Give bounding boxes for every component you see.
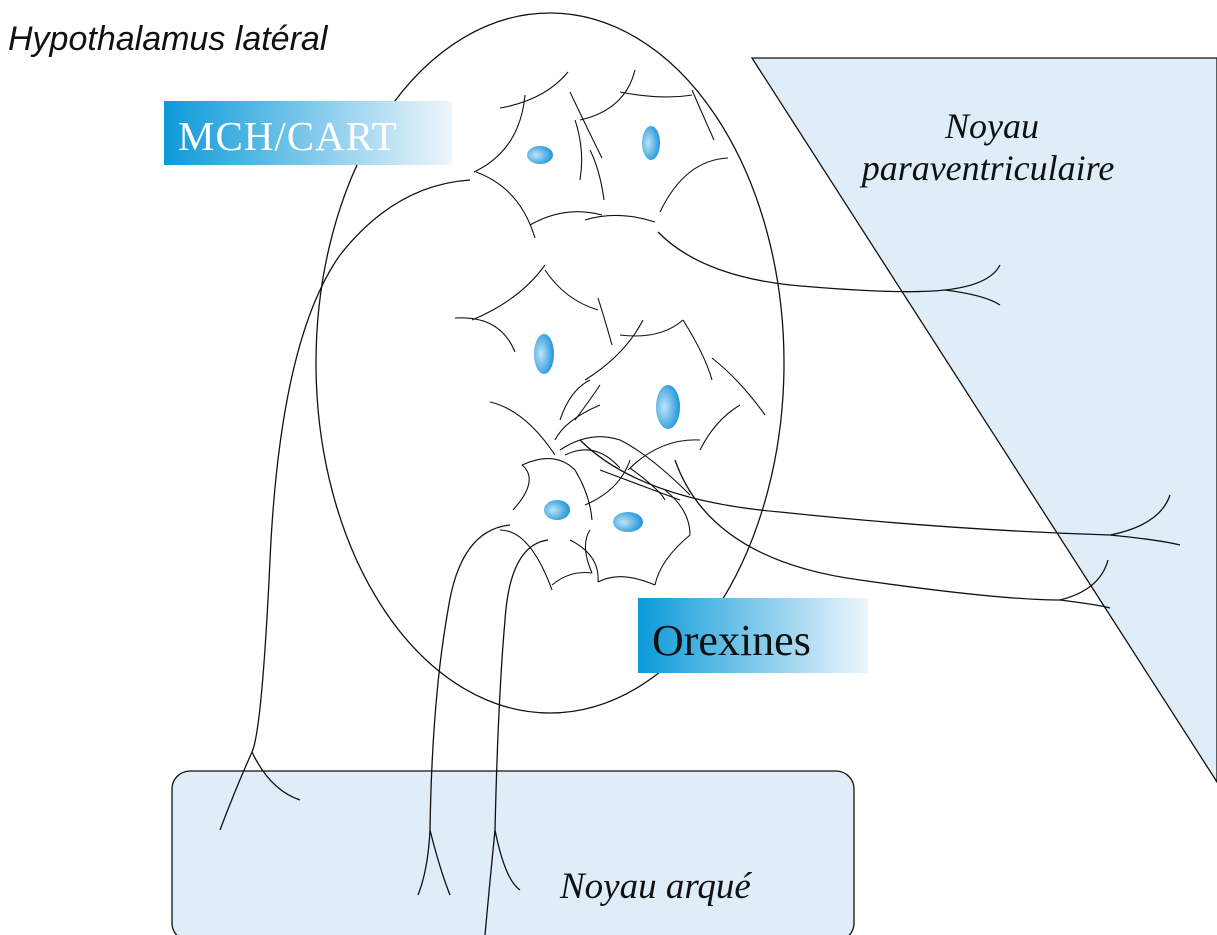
neuron-mch-2 xyxy=(575,70,728,222)
mch-cart-text: MCH/CART xyxy=(178,113,398,159)
lateral-hypothalamus-label: Hypothalamus latéral xyxy=(8,20,329,58)
orexins-label: Orexines xyxy=(638,598,868,673)
neuron-mch-3 xyxy=(455,265,612,455)
axon-orexin-branch xyxy=(560,437,690,500)
neuron-mch-1 xyxy=(474,72,604,238)
arcuate-nucleus-label: Noyau arqué xyxy=(559,866,752,907)
neuron-orexin-3 xyxy=(570,460,690,585)
paraventricular-label-line1: Noyau xyxy=(944,106,1039,146)
axon-to-arcuate-1 xyxy=(220,180,470,830)
mch-cart-label: MCH/CART xyxy=(164,101,452,165)
orexins-text: Orexines xyxy=(652,616,811,665)
neuron-orexin-1 xyxy=(565,320,765,470)
arcuate-nucleus-region xyxy=(172,771,854,935)
neuron-orexin-2 xyxy=(500,459,592,590)
paraventricular-label-line2: paraventriculaire xyxy=(859,148,1115,188)
